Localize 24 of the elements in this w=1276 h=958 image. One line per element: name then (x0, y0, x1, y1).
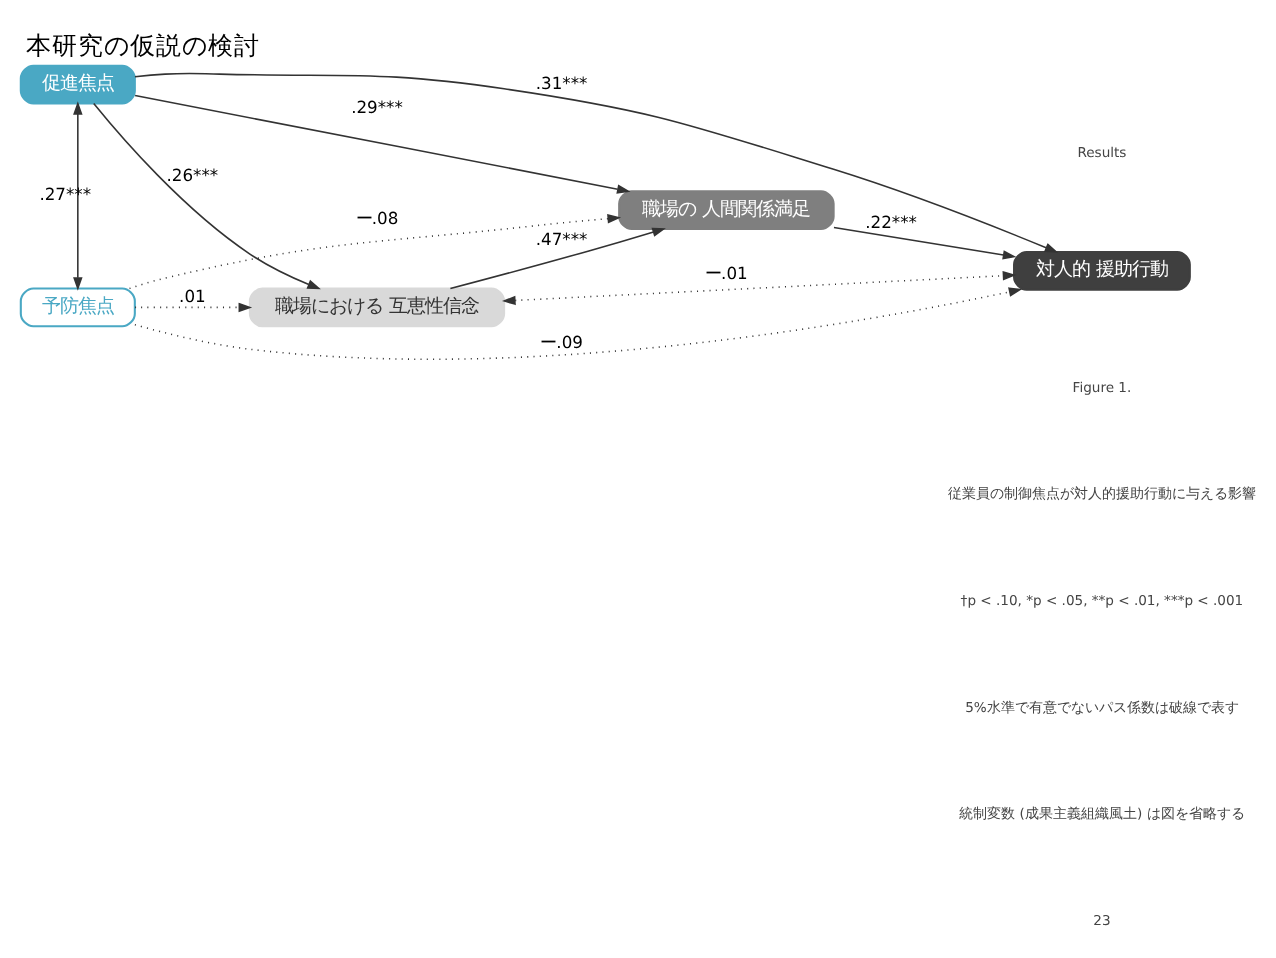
edge-label: ー.08 (355, 206, 399, 227)
edge-label: ー.09 (540, 330, 583, 351)
edge-label: .47*** (535, 228, 588, 249)
arrow (134, 93, 631, 193)
node-box: 促進焦点 (19, 63, 136, 104)
edge-label: .26*** (166, 163, 219, 184)
edge-label: ー.01 (705, 261, 748, 282)
arrow (833, 225, 1017, 259)
arrow (449, 226, 666, 289)
diagram-title: 本研究の仮説の検討 (26, 29, 261, 60)
arrow (134, 301, 253, 312)
edge-label: .01 (179, 284, 206, 305)
edge-label: .31*** (535, 71, 588, 92)
node-box: 職場の 人間関係満足 (618, 189, 835, 229)
node-box: 対人的 援助行動 (1013, 249, 1191, 290)
arrow (92, 101, 321, 289)
arrow (502, 270, 1017, 305)
edge-label: .22*** (865, 210, 917, 231)
arrow (134, 71, 1059, 252)
arrow (128, 212, 622, 289)
node-box: 職場における 互恵性信念 (248, 286, 506, 327)
arrow (73, 100, 83, 290)
edge-label: .29*** (351, 95, 403, 116)
node-box: 予防焦点 (19, 286, 136, 327)
